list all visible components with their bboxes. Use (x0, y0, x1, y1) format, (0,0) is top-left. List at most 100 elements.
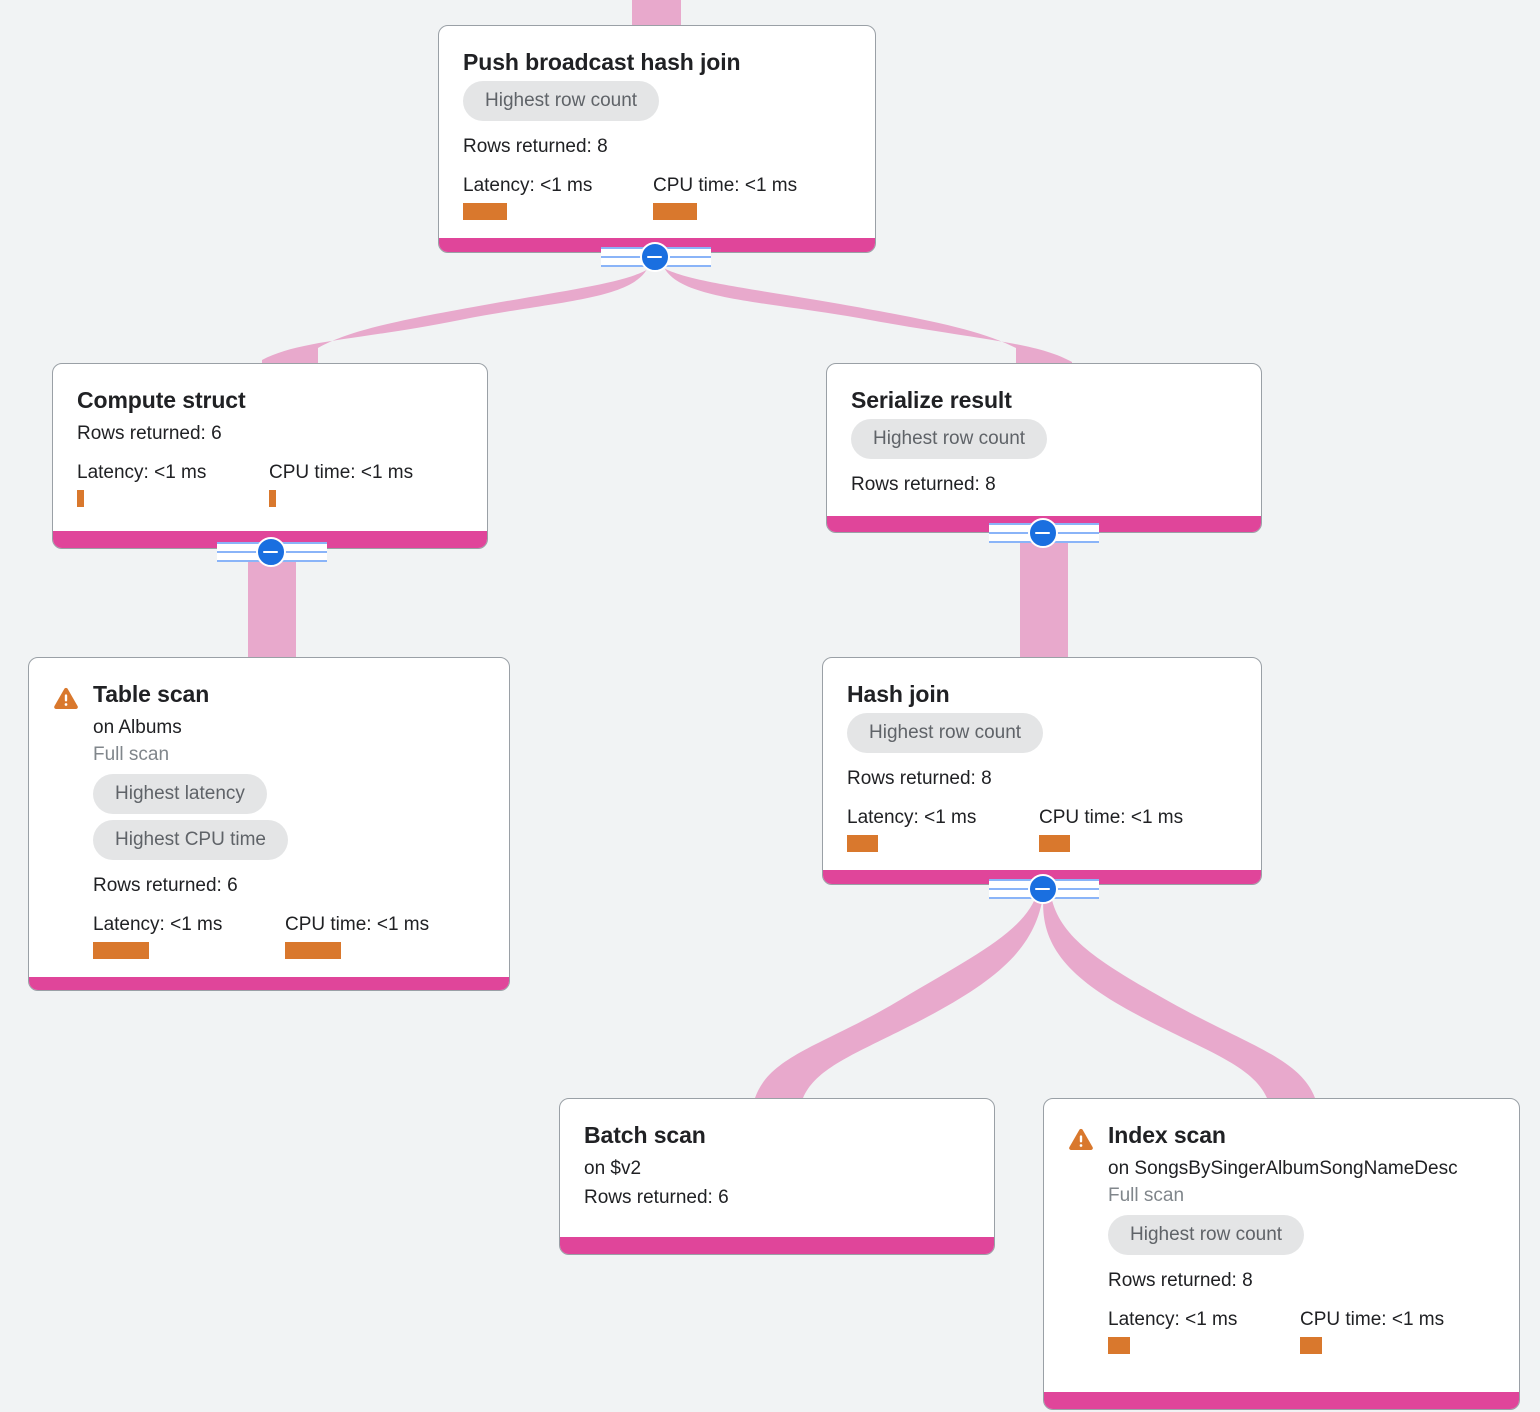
metric-label: Latency: <1 ms (847, 806, 977, 828)
node-head-text: Batch scan on $v2 Rows returned: 6 (584, 1121, 970, 1211)
minus-icon[interactable] (640, 242, 670, 272)
minus-icon[interactable] (256, 537, 286, 567)
edge-incoming-root (632, 0, 681, 27)
node-metrics: Latency: <1 ms CPU time: <1 ms (847, 806, 1237, 853)
status-badge-latency: Highest latency (93, 773, 267, 814)
node-title: Index scan (1108, 1122, 1226, 1148)
metric-latency: Latency: <1 ms (1108, 1308, 1300, 1355)
node-head: Compute struct Rows returned: 6 Latency:… (77, 386, 463, 508)
edge-serialize-result-to-hash-join (1020, 533, 1068, 669)
node-scan-type: Full scan (93, 744, 170, 766)
plan-node-serialize-result[interactable]: Serialize result Highest row count Rows … (826, 363, 1262, 533)
plan-node-table-scan[interactable]: Table scan on Albums Full scan Highest l… (28, 657, 510, 991)
node-body: Batch scan on $v2 Rows returned: 6 (560, 1099, 994, 1237)
plan-node-push-broadcast-hash-join[interactable]: Push broadcast hash join Highest row cou… (438, 25, 876, 253)
metric-label: Latency: <1 ms (463, 174, 593, 196)
collapse-toggle-serialize-result[interactable] (989, 518, 1099, 548)
node-scan-type: Full scan (1108, 1185, 1185, 1207)
status-badge-cpu-time: Highest CPU time (93, 819, 288, 860)
collapse-toggle-compute-struct[interactable] (217, 537, 327, 567)
node-body: Index scan on SongsBySingerAlbumSongName… (1044, 1099, 1519, 1392)
node-footer-bar (1044, 1392, 1519, 1409)
node-head: Index scan on SongsBySingerAlbumSongName… (1068, 1121, 1495, 1355)
plan-node-batch-scan[interactable]: Batch scan on $v2 Rows returned: 6 (559, 1098, 995, 1255)
metric-cpu-time: CPU time: <1 ms (1039, 806, 1183, 853)
rows-returned: Rows returned: 8 (851, 474, 996, 496)
node-head-text: Push broadcast hash join Highest row cou… (463, 48, 851, 221)
edge-hash-join-to-index-scan (1043, 890, 1315, 1098)
edge-compute-struct-to-table-scan (248, 552, 296, 670)
node-title: Hash join (847, 681, 950, 707)
node-badges: Highest latency Highest CPU time (93, 773, 485, 866)
node-head: Serialize result Highest row count Rows … (851, 386, 1237, 498)
node-footer-bar (560, 1237, 994, 1254)
minus-icon[interactable] (1028, 518, 1058, 548)
plan-node-hash-join[interactable]: Hash join Highest row count Rows returne… (822, 657, 1262, 885)
metric-label: CPU time: <1 ms (285, 913, 430, 935)
metric-cpu-time: CPU time: <1 ms (653, 174, 797, 221)
metric-label: CPU time: <1 ms (269, 461, 414, 483)
edge-hash-join-to-batch-scan (755, 890, 1044, 1098)
node-metrics: Latency: <1 ms CPU time: <1 ms (77, 461, 463, 508)
rows-returned: Rows returned: 8 (1108, 1269, 1253, 1291)
node-body: Table scan on Albums Full scan Highest l… (29, 658, 509, 977)
metric-bar-latency (1108, 1337, 1130, 1355)
minus-icon[interactable] (1028, 874, 1058, 904)
metric-bar-cpu-time (1039, 835, 1070, 853)
metric-cpu-time: CPU time: <1 ms (285, 913, 429, 960)
node-metrics: Latency: <1 ms CPU time: <1 ms (463, 174, 851, 221)
node-head-text: Index scan on SongsBySingerAlbumSongName… (1108, 1121, 1495, 1355)
metric-latency: Latency: <1 ms (847, 806, 1039, 853)
node-badges: Highest row count (463, 81, 851, 127)
rows-returned: Rows returned: 6 (584, 1187, 729, 1209)
metric-bar-latency (847, 835, 878, 853)
collapse-toggle-push-broadcast-hash-join[interactable] (601, 242, 711, 272)
node-head: Hash join Highest row count Rows returne… (847, 680, 1237, 853)
node-title: Table scan (93, 681, 210, 707)
status-badge: Highest row count (851, 419, 1048, 460)
node-subtitle: on SongsBySingerAlbumSongNameDesc (1108, 1158, 1458, 1180)
metric-label: Latency: <1 ms (93, 913, 223, 935)
rows-returned: Rows returned: 8 (463, 136, 608, 158)
node-title: Batch scan (584, 1122, 706, 1148)
node-badges: Highest row count (851, 419, 1237, 465)
plan-node-compute-struct[interactable]: Compute struct Rows returned: 6 Latency:… (52, 363, 488, 549)
metric-latency: Latency: <1 ms (93, 913, 285, 960)
node-body: Hash join Highest row count Rows returne… (823, 658, 1261, 870)
rows-returned: Rows returned: 6 (93, 874, 238, 896)
metric-label: Latency: <1 ms (77, 461, 207, 483)
warning-icon (54, 687, 78, 709)
metric-label: CPU time: <1 ms (1300, 1308, 1445, 1330)
metric-bar-latency (77, 490, 84, 508)
metric-cpu-time: CPU time: <1 ms (1300, 1308, 1444, 1355)
status-badge: Highest row count (847, 713, 1044, 754)
metric-bar-cpu-time (1300, 1337, 1322, 1355)
node-head: Table scan on Albums Full scan Highest l… (53, 680, 485, 960)
metric-bar-cpu-time (269, 490, 276, 508)
node-head: Batch scan on $v2 Rows returned: 6 (584, 1121, 970, 1211)
status-badge: Highest row count (463, 81, 660, 122)
node-subtitle: on Albums (93, 717, 182, 739)
node-head-text: Hash join Highest row count Rows returne… (847, 680, 1237, 853)
status-badge: Highest row count (1108, 1214, 1305, 1255)
metric-bar-cpu-time (653, 203, 697, 221)
node-body: Compute struct Rows returned: 6 Latency:… (53, 364, 487, 531)
node-head-text: Compute struct Rows returned: 6 Latency:… (77, 386, 463, 508)
metric-label: CPU time: <1 ms (653, 174, 798, 196)
metric-latency: Latency: <1 ms (463, 174, 653, 221)
node-badges: Highest row count (1108, 1214, 1495, 1261)
node-badges: Highest row count (847, 713, 1237, 759)
node-body: Serialize result Highest row count Rows … (827, 364, 1261, 516)
node-title: Push broadcast hash join (463, 49, 741, 75)
node-title: Serialize result (851, 387, 1012, 413)
collapse-toggle-hash-join[interactable] (989, 874, 1099, 904)
metric-label: Latency: <1 ms (1108, 1308, 1238, 1330)
node-metrics: Latency: <1 ms CPU time: <1 ms (1108, 1308, 1495, 1355)
metric-bar-latency (463, 203, 507, 221)
node-title: Compute struct (77, 387, 246, 413)
plan-node-index-scan[interactable]: Index scan on SongsBySingerAlbumSongName… (1043, 1098, 1520, 1410)
metric-bar-cpu-time (285, 942, 341, 960)
node-footer-bar (29, 977, 509, 990)
metric-latency: Latency: <1 ms (77, 461, 269, 508)
